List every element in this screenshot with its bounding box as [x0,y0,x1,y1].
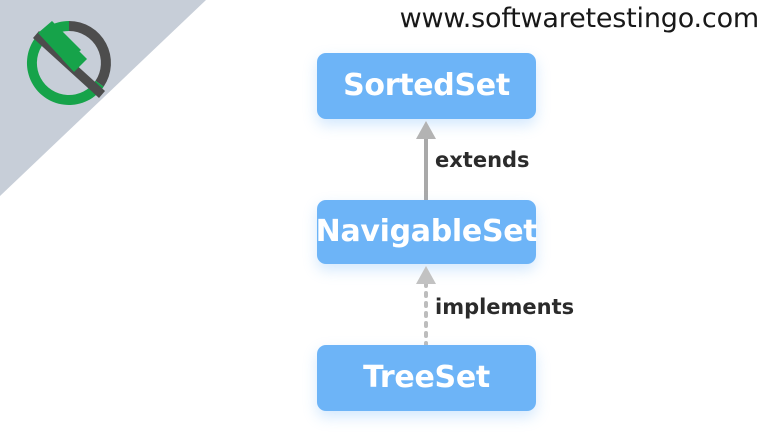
edge-label-implements: implements [435,295,575,319]
site-url-text: www.softwaretestingo.com [399,3,760,34]
edge-extends-arrow [416,121,436,201]
node-treeset[interactable]: TreeSet [317,345,536,411]
softwaretestingo-logo-icon [26,20,111,105]
node-navigableset[interactable]: NavigableSet [315,200,538,264]
edge-label-extends: extends [435,148,530,172]
node-sortedset-label: SortedSet [343,68,510,103]
node-navigableset-label: NavigableSet [315,214,538,249]
edge-implements-arrow [416,266,436,346]
node-treeset-label: TreeSet [363,360,490,395]
node-sortedset[interactable]: SortedSet [317,53,536,119]
